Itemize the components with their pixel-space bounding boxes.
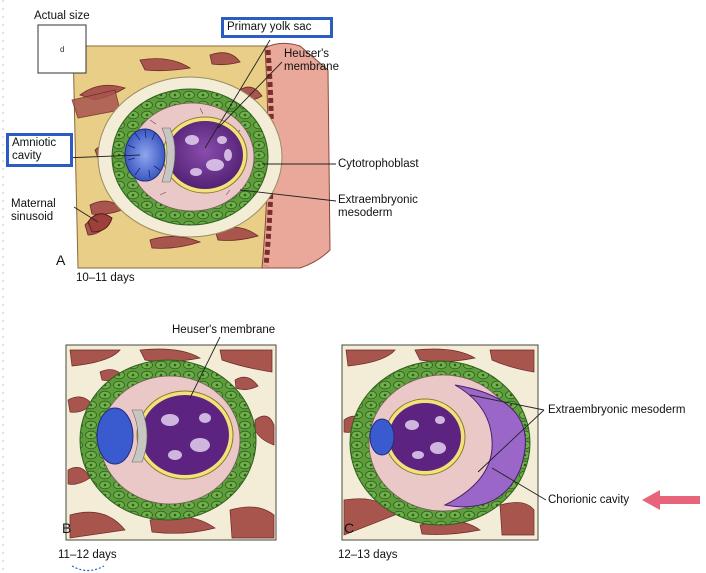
extraembryonic-mesoderm-label-c: Extraembryonic mesoderm	[548, 404, 686, 416]
maternal-sinusoid-shape	[87, 213, 113, 233]
extraembryonic-mesoderm-label-a: Extraembryonic mesoderm	[338, 194, 418, 219]
panel-b-days: 11–12 days	[58, 549, 117, 561]
primary-yolk-sac-label: Primary yolk sac	[221, 17, 333, 38]
actual-size-label: Actual size	[34, 10, 90, 22]
panel-b-letter: B	[62, 520, 72, 536]
panel-c-days: 12–13 days	[338, 549, 398, 561]
cytotrophoblast-label: Cytotrophoblast	[338, 158, 419, 170]
panel-c-letter: C	[344, 520, 355, 536]
heusers-membrane-label-b: Heuser's membrane	[172, 324, 276, 336]
actual-size-box	[37, 24, 87, 74]
amniotic-cavity-label: Amniotic cavity	[6, 133, 73, 167]
panel-a-letter: A	[56, 252, 66, 268]
chorionic-cavity-arrow	[642, 490, 700, 510]
svg-text:d: d	[60, 45, 64, 54]
maternal-sinusoid-label: Maternal sinusoid	[11, 198, 56, 223]
handwritten-underline	[71, 565, 105, 572]
panel-a-days: 10–11 days	[76, 272, 135, 284]
heusers-membrane-label-a: Heuser's membrane	[284, 48, 339, 73]
chorionic-cavity-label: Chorionic cavity	[548, 494, 630, 506]
